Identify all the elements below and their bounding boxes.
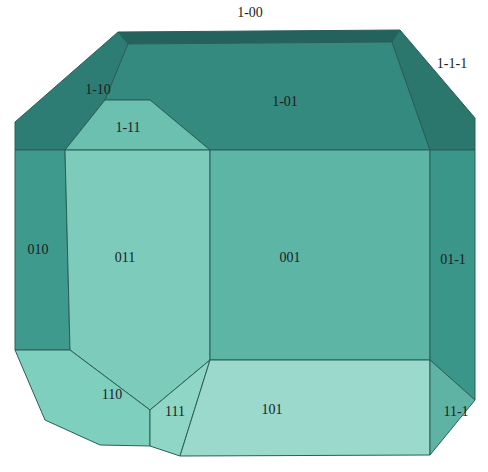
crystal-face [430,150,475,400]
crystal-face [392,30,475,150]
face-index: 101 [262,403,283,417]
face-index: 1-00 [237,6,263,20]
face-index: 01-1 [440,253,466,267]
crystal-face [210,150,430,360]
face-index: 1-01 [272,95,298,109]
crystal-face [15,150,70,350]
face-index: 1-11 [115,121,140,135]
face-index: 1-10 [85,83,111,97]
crystal-face [180,360,430,456]
face-index: 010 [28,243,49,257]
face-index: 001 [280,251,301,265]
crystal-face [15,350,150,446]
face-index: 1-1-1 [437,57,467,71]
face-index: 110 [102,388,122,402]
face-index: 11-1 [443,405,468,419]
face-index: 011 [115,251,135,265]
crystal-face [65,100,210,150]
crystal-face [430,360,475,455]
face-index: 111 [165,405,185,419]
